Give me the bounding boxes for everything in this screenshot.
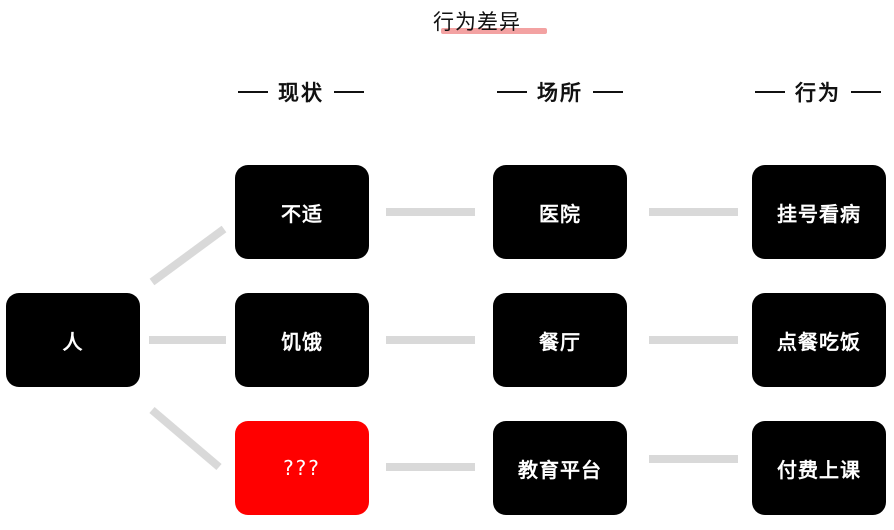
- connector-root-to-status-3: [149, 406, 222, 471]
- node-behavior-2: 点餐吃饭: [752, 293, 886, 387]
- header-dash-left: [497, 91, 527, 93]
- column-header-place-label: 场所: [537, 81, 583, 105]
- header-dash-right: [334, 91, 364, 93]
- node-status-3-unknown: ???: [235, 421, 369, 515]
- header-dash-right: [851, 91, 881, 93]
- node-place-3: 教育平台: [493, 421, 627, 515]
- connector-root-to-status-1: [149, 225, 227, 286]
- node-behavior-1: 挂号看病: [752, 165, 886, 259]
- node-place-1: 医院: [493, 165, 627, 259]
- node-place-2: 餐厅: [493, 293, 627, 387]
- node-status-1: 不适: [235, 165, 369, 259]
- column-header-status: 现状: [228, 77, 374, 107]
- diagram-title: 行为差异: [433, 10, 521, 34]
- column-header-place: 场所: [487, 77, 633, 107]
- header-dash-right: [593, 91, 623, 93]
- node-root: 人: [6, 293, 140, 387]
- column-header-status-label: 现状: [278, 81, 324, 105]
- node-status-2: 饥饿: [235, 293, 369, 387]
- header-dash-left: [238, 91, 268, 93]
- column-header-behavior-label: 行为: [795, 81, 841, 105]
- node-behavior-3: 付费上课: [752, 421, 886, 515]
- column-header-behavior: 行为: [745, 77, 891, 107]
- title-container: 行为差异: [433, 6, 521, 36]
- header-dash-left: [755, 91, 785, 93]
- title-underline: [441, 28, 547, 34]
